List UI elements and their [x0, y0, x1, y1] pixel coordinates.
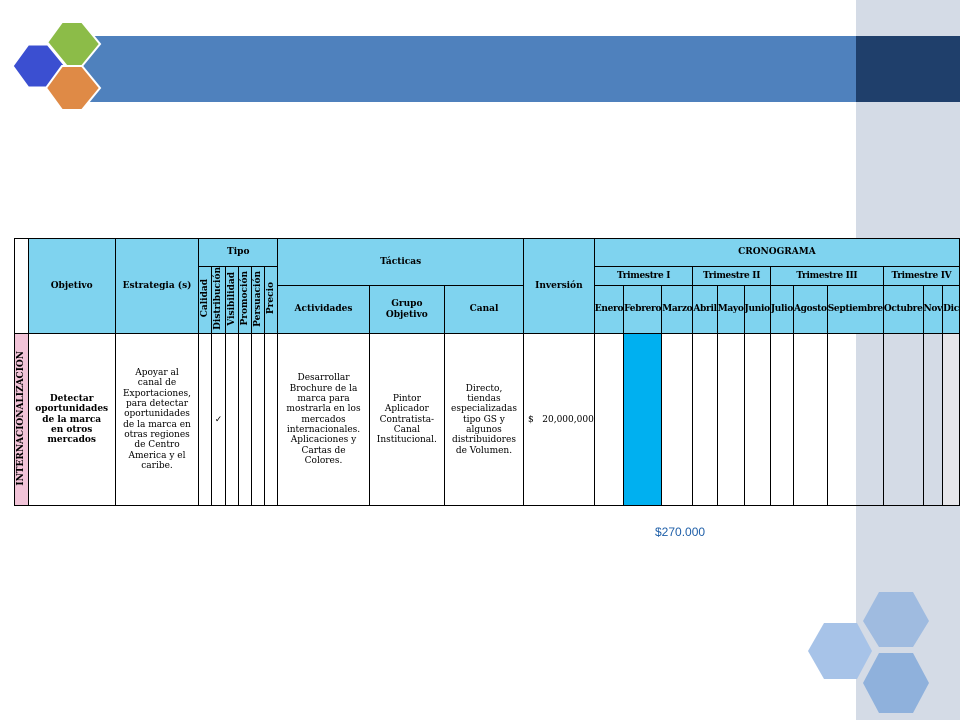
month-cell [743, 333, 771, 507]
mes-diciembre: Dic [942, 284, 960, 335]
mes-mayo: Mayo [716, 284, 745, 335]
total-amount: $270.000 [655, 525, 706, 539]
month-cell [826, 333, 884, 507]
mes-marzo: Marzo [661, 284, 694, 335]
title-banner [62, 36, 856, 102]
month-cell [922, 333, 944, 507]
inversion-currency: $ [527, 414, 534, 425]
month-cell [623, 333, 663, 507]
tipo-calidad: Calidad [198, 265, 213, 335]
mes-abril: Abril [692, 284, 718, 335]
trimestre-3: Trimestre III [769, 266, 884, 286]
mes-julio: Julio [769, 284, 794, 335]
month-cell [882, 333, 924, 507]
month-cell [692, 333, 718, 507]
header-tipo: Tipo [198, 238, 279, 267]
cell-tipo-promocion [237, 333, 253, 507]
mes-junio: Junio [743, 284, 771, 335]
tipo-promocion: Promoción [237, 265, 253, 335]
header-actividades: Actividades [277, 284, 370, 335]
month-cell [942, 333, 960, 507]
hexagon-decoration-icon [808, 592, 929, 713]
header-canal: Canal [444, 284, 524, 335]
month-cell [661, 333, 694, 507]
tipo-persuacion: Persuación [250, 265, 266, 335]
mes-noviembre: Nov [922, 284, 944, 335]
mes-febrero: Febrero [623, 284, 663, 335]
month-cell [792, 333, 828, 507]
header-cronograma: CRONOGRAMA [593, 238, 960, 267]
header-grupo-objetivo: Grupo Objetivo [368, 284, 446, 335]
mes-octubre: Octubre [882, 284, 924, 335]
header-inversion: Inversión [522, 237, 595, 335]
cronograma-table-wrapper: Objetivo Estrategia (s) Tipo Tácticas In… [14, 237, 960, 507]
cronograma-table: Objetivo Estrategia (s) Tipo Tácticas In… [14, 237, 960, 507]
title-banner-accent [856, 36, 960, 102]
cell-tipo-visibilidad [224, 333, 239, 507]
cell-tipo-calidad [198, 333, 213, 507]
header-objetivo: Objetivo [27, 237, 116, 335]
mes-septiembre: Septiembre [826, 284, 884, 335]
cell-tipo-persuacion [250, 333, 266, 507]
cell-inversion: $ 20,000,000 [522, 333, 595, 507]
trimestre-2: Trimestre II [692, 266, 771, 286]
header-tacticas: Tácticas [277, 238, 524, 286]
cell-tipo-precio [264, 333, 279, 507]
mes-agosto: Agosto [792, 284, 828, 335]
month-cell [593, 333, 625, 507]
check-icon: ✓ [214, 414, 223, 425]
hexagon-orange [44, 65, 102, 111]
tipo-visibilidad: Visibilidad [224, 265, 239, 335]
tipo-precio: Precio [264, 265, 279, 335]
table-row: INTERNACIONALIZACION Detectar oportunida… [14, 333, 960, 507]
category-cell: INTERNACIONALIZACION [14, 333, 29, 507]
trimestre-1: Trimestre I [593, 266, 694, 286]
corner-cell [14, 237, 29, 335]
month-cell [769, 333, 794, 507]
mes-enero: Enero [593, 284, 625, 335]
cell-grupo-objetivo: Pintor Aplicador Contratista-Canal Insti… [368, 333, 446, 507]
inversion-amount: 20,000,000 [542, 414, 594, 425]
cell-tipo-distribucion: ✓ [211, 333, 226, 507]
hexagon-logo-icon [10, 21, 102, 111]
cell-actividades: Desarrollar Brochure de la marca para mo… [277, 333, 370, 507]
header-estrategia: Estrategia (s) [114, 237, 200, 335]
tipo-distribucion: Distribución [211, 265, 226, 335]
cell-estrategia: Apoyar al canal de Exportaciones, para d… [114, 333, 200, 507]
month-cell [716, 333, 745, 507]
trimestre-4: Trimestre IV [882, 266, 960, 286]
cell-canal: Directo, tiendas especializadas tipo GS … [444, 333, 524, 507]
cell-objetivo: Detectar oportunidades de la marca en ot… [27, 333, 116, 507]
